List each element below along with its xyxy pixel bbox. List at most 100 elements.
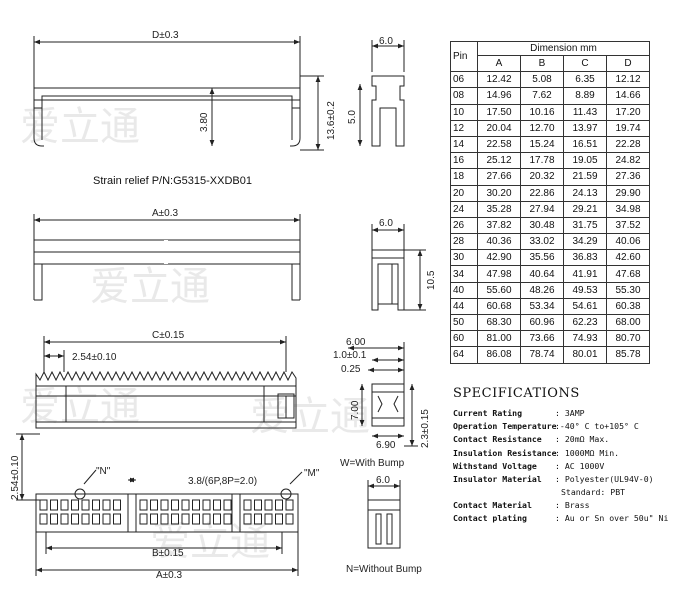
table-cell-pin: 18 [450, 168, 478, 186]
table-cell-pin: 06 [450, 71, 478, 89]
pin-cell [254, 513, 262, 525]
dim-key-pitch: 3.8/(6P,8P=2.0) [188, 476, 257, 487]
pin-cell [275, 499, 283, 511]
table-cell-b: 53.34 [520, 297, 564, 316]
pin-cell [60, 499, 69, 511]
table-cell-pin: 10 [450, 103, 478, 121]
table-cell-b: 20.32 [520, 168, 564, 186]
spec-extra: Standard: PBT [561, 487, 626, 498]
table-cell-c: 8.89 [563, 87, 607, 105]
pin-cell [285, 499, 294, 511]
spec-value: : Brass [555, 500, 590, 511]
table-cell-d: 29.90 [606, 184, 650, 202]
table-cell-pin: 16 [450, 152, 478, 170]
table-cell-pin: 26 [450, 216, 478, 235]
pin-cell [202, 499, 211, 511]
pin-cell [223, 499, 232, 511]
spec-label: Contact Material [453, 500, 532, 511]
table-cell-c: 11.43 [563, 103, 607, 121]
cover-front-view [33, 214, 301, 301]
pin-cell [160, 499, 169, 511]
dim-side-height: 7.00 [350, 400, 361, 420]
dim-nobump-width: 6.0 [376, 475, 390, 486]
table-header-pin: Pin [450, 40, 478, 73]
dim-vert-pitch: 2.54±0.10 [10, 455, 21, 500]
spec-label: Current Rating [453, 408, 523, 418]
table-cell-a: 55.60 [477, 281, 521, 299]
table-cell-b: 60.96 [520, 313, 564, 332]
table-cell-pin: 64 [450, 346, 478, 364]
side-view-without-bump [367, 480, 401, 549]
dim-b: B±0.15 [152, 548, 184, 559]
table-cell-a: 14.96 [477, 87, 521, 105]
table-header-a: A [477, 54, 521, 73]
spec-row: Contact Resistance: 20mΩ Max. [453, 433, 678, 446]
table-cell-d: 37.52 [606, 216, 650, 235]
table-cell-c: 31.75 [563, 216, 607, 235]
pin-cell [81, 499, 90, 511]
pin-cell [275, 513, 283, 525]
table-cell-a: 22.58 [477, 135, 521, 154]
table-cell-c: 54.61 [563, 297, 607, 316]
pin-cell [223, 513, 232, 525]
table-cell-a: 20.04 [477, 119, 521, 137]
spec-value: : 1000MΩ Min. [555, 447, 620, 458]
spec-label: Operation Temperature [453, 421, 557, 432]
pin-cell [81, 513, 90, 525]
watermark: 爱立通 [150, 519, 270, 565]
table-cell-b: 33.02 [520, 233, 564, 251]
dim-side-total: 2.3±0.15 [420, 409, 431, 448]
watermark: 爱立通 [90, 264, 210, 310]
table-cell-b: 27.94 [520, 200, 564, 218]
table-cell-a: 81.00 [477, 330, 521, 348]
table-cell-b: 12.70 [520, 119, 564, 137]
table-cell-c: 74.93 [563, 330, 607, 348]
dim-side-bottom: 6.90 [376, 440, 396, 451]
pin-cell [71, 499, 79, 511]
table-header-d: D [606, 54, 650, 73]
table-cell-d: 55.30 [606, 281, 650, 299]
table-cell-d: 19.74 [606, 119, 650, 137]
spec-row: Insulator Material: Polyester(UL94V-0) [453, 473, 678, 486]
strain-relief-caption: Strain relief P/N:G5315-XXDB01 [93, 175, 252, 187]
dim-side-offset: 1.0±0.1 [333, 350, 367, 361]
table-header-b: B [520, 54, 564, 73]
pin-cell [213, 513, 221, 525]
table-cell-b: 35.56 [520, 249, 564, 267]
table-cell-d: 14.66 [606, 87, 650, 105]
pin-cell [264, 513, 273, 525]
pin-cell [160, 513, 169, 525]
with-bump-caption: W=With Bump [340, 458, 405, 469]
table-cell-pin: 50 [450, 313, 478, 332]
table-cell-pin: 14 [450, 135, 478, 154]
pin-cell [213, 499, 221, 511]
table-cell-a: 47.98 [477, 265, 521, 283]
table-cell-d: 17.20 [606, 103, 650, 121]
dim-mid-side-width: 6.0 [379, 218, 393, 229]
pin-cell [139, 499, 148, 511]
dim-a-bottom: A±0.3 [156, 570, 182, 581]
pin-cell [113, 499, 121, 511]
table-cell-c: 49.53 [563, 281, 607, 299]
table-cell-c: 16.51 [563, 135, 607, 154]
spec-row: Current Rating: 3AMP [453, 407, 678, 420]
table-cell-c: 24.13 [563, 184, 607, 202]
table-cell-pin: 60 [450, 330, 478, 348]
table-cell-a: 17.50 [477, 103, 521, 121]
table-cell-b: 48.26 [520, 281, 564, 299]
table-cell-b: 5.08 [520, 71, 564, 89]
